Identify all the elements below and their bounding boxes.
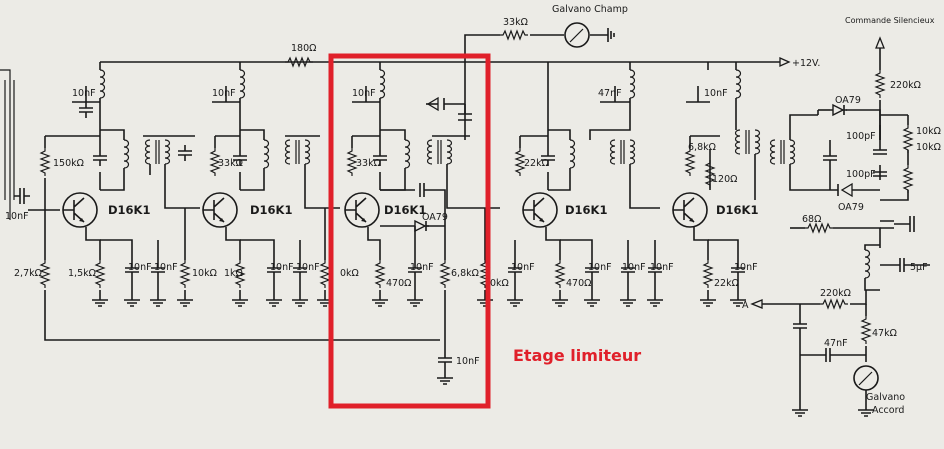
r10k-r1-label: 10kΩ (916, 126, 941, 137)
r22k-2-label: 22kΩ (714, 278, 739, 289)
dec2-label: 10nF (212, 88, 236, 99)
r470-label: 470Ω (386, 278, 411, 289)
c7-label: 10nF (588, 262, 612, 273)
c10-label: 10nF (734, 262, 758, 273)
t4-label: D16K1 (565, 203, 607, 217)
r470-2-label: 470Ω (566, 278, 591, 289)
stage-5: 10nF 6,8kΩ 120Ω D16K1 22kΩ 10nF (672, 62, 761, 307)
stage-2: 10nF 33kΩ D16K1 1kΩ 10nF 10nF (202, 62, 334, 307)
c4-label: 10nF (296, 262, 320, 273)
c47n-b-label: 47nF (824, 338, 848, 349)
t5-label: D16K1 (716, 203, 758, 217)
t2-label: D16K1 (250, 203, 292, 217)
r10k-r2-label: 10kΩ (916, 142, 941, 153)
dec3-label: 10nF (352, 88, 376, 99)
c9-label: 10nF (650, 262, 674, 273)
out-a-label: A (742, 300, 749, 311)
r68k-top-label: 6,8kΩ (688, 142, 716, 153)
galvano-accord-label-2: Accord (872, 405, 904, 416)
r220k-top-label: 220kΩ (890, 80, 921, 91)
c2-label: 10nF (154, 262, 178, 273)
c100p-b-label: 100pF (846, 169, 876, 180)
oa79-b-label: OA79 (838, 202, 864, 213)
galvano-champ-label: Galvano Champ (552, 4, 628, 15)
r22k-label: 22kΩ (524, 158, 549, 169)
r220k-b-label: 220kΩ (820, 288, 851, 299)
t1-label: D16K1 (108, 203, 150, 217)
input-section: 10nF 150kΩ 2,7kΩ (0, 69, 440, 341)
c-lim-bottom-label: 10nF (456, 356, 480, 367)
c100p-a-label: 100pF (846, 131, 876, 142)
r15k-label: 1,5kΩ (68, 268, 96, 279)
r0k-label: 0kΩ (340, 268, 359, 279)
supply-rail: +12V. 180Ω (100, 43, 820, 69)
limiter-highlight-box (328, 53, 491, 409)
stage-3-limiter: 10nF 33kΩ D16K1 470Ω 0kΩ OA79 10nF 6,8kΩ… (340, 62, 480, 385)
xfmr-3: 0kΩ (426, 135, 509, 307)
r180-label: 180Ω (291, 43, 316, 54)
c5-label: 10nF (410, 262, 434, 273)
stage-1: 10nF D16K1 1,5kΩ 10nF 10nF 10kΩ (62, 62, 217, 307)
r10k-1-label: 10kΩ (192, 268, 217, 279)
c5uf-label: 5μF (910, 262, 928, 273)
r68-label: 68Ω (802, 214, 821, 225)
r27k-label: 2,7kΩ (14, 268, 42, 279)
xfmr-4: 47nF 10nF 10nF (589, 62, 674, 307)
r33k-3-label: 33kΩ (356, 158, 381, 169)
c8-label: 10nF (622, 262, 646, 273)
oa79-lim-label: OA79 (422, 212, 448, 223)
r33k-2-label: 33kΩ (218, 158, 243, 169)
supply-label: +12V. (792, 58, 820, 69)
galvano-accord-label-1: Galvano (866, 392, 905, 403)
commande-silencieux-branch: Commande Silencieux 220kΩ (845, 16, 935, 140)
r150k-label: 150kΩ (53, 158, 84, 169)
c6-label: 10nF (511, 262, 535, 273)
discriminator: OA79 OA79 100pF 100pF 10kΩ 10kΩ 68Ω 5μF … (742, 95, 941, 417)
r33k-top-label: 33kΩ (503, 17, 528, 28)
c1-label: 10nF (128, 262, 152, 273)
dec4-label: 47nF (598, 88, 622, 99)
r0k-2-label: 0kΩ (490, 278, 509, 289)
galvano-champ-branch: 33kΩ Galvano Champ (464, 4, 628, 120)
r120-label: 120Ω (712, 174, 737, 185)
commande-silencieux-label: Commande Silencieux (845, 16, 935, 25)
xfmr-1 (143, 135, 200, 209)
c-in-label: 10nF (5, 211, 29, 222)
t3-label: D16K1 (384, 203, 426, 217)
r68k-label: 6,8kΩ (451, 268, 479, 279)
dec5-label: 10nF (704, 88, 728, 99)
r1k-label: 1kΩ (224, 268, 243, 279)
stage-4: 22kΩ D16K1 470Ω 10nF 10nF (506, 62, 612, 307)
dec1-label: 10nF (72, 88, 96, 99)
c3-label: 10nF (270, 262, 294, 273)
oa79-a-label: OA79 (835, 95, 861, 106)
r47k-label: 47kΩ (872, 328, 897, 339)
limiter-annotation: Etage limiteur (513, 346, 641, 365)
xfmr-2 (284, 135, 340, 209)
galvano-champ-meter-icon (564, 22, 590, 48)
